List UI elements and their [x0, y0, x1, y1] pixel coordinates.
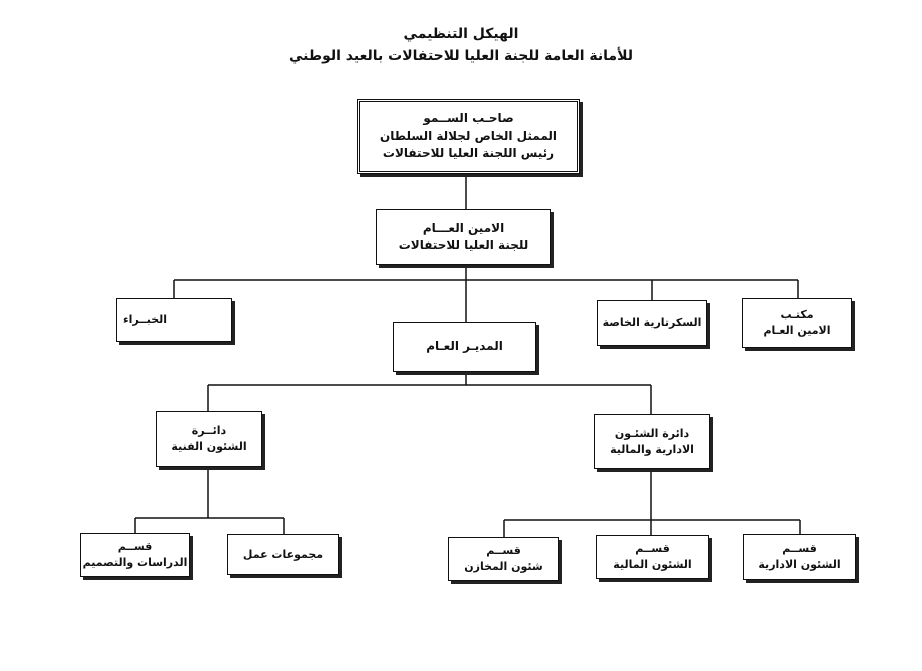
box-director-general: المديـر العـام — [393, 322, 536, 372]
box-technical-affairs-line2: الشئون الفنية — [171, 440, 247, 453]
box-his-highness-line1: صاحـب الســمو — [423, 111, 514, 126]
box-experts-line1: الخبــراء — [123, 313, 168, 327]
box-admin-finance-affairs-line2: الادارية والمالية — [610, 442, 694, 456]
box-secretary-general-line2: للجنة العليا للاحتفالات — [398, 238, 529, 252]
box-technical-affairs-line1: دائــرة — [191, 424, 227, 438]
box-studies-design: قســم الدراسات والتصميم — [80, 533, 190, 577]
box-his-highness-line3: رئيس اللجنة العليا للاحتفالات — [382, 146, 555, 161]
chart-subtitle: للأمانة العامة للجنة العليا للاحتفالات ب… — [289, 48, 633, 64]
box-financial-affairs-line1: قســم — [635, 542, 670, 556]
box-stores-affairs: قســم شئون المخازن — [448, 537, 559, 581]
box-stores-affairs-line1: قســم — [486, 544, 521, 558]
box-admin-finance-affairs: دائرة الشئـون الادارية والمالية — [594, 414, 710, 469]
box-financial-affairs-line2: الشئون المالية — [613, 558, 692, 571]
box-work-groups: مجموعات عمل — [227, 534, 339, 575]
box-sg-office: مكتـب الامين العـام — [742, 298, 852, 348]
box-his-highness: صاحـب الســمو الممثل الخاص لجلالة السلطا… — [357, 99, 580, 174]
box-studies-design-line2: الدراسات والتصميم — [82, 556, 188, 569]
box-his-highness-line2: الممثل الخاص لجلالة السلطان — [380, 128, 557, 143]
box-sg-office-line2: الامين العـام — [763, 324, 831, 337]
box-technical-affairs: دائــرة الشئون الفنية — [156, 411, 262, 467]
box-admin-finance-affairs-line1: دائرة الشئـون — [614, 426, 690, 440]
box-admin-affairs-line1: قســم — [782, 542, 817, 556]
box-stores-affairs-line2: شئون المخازن — [464, 560, 543, 573]
chart-title: الهيكل التنظيمي — [403, 26, 519, 42]
box-experts: الخبــراء — [116, 298, 232, 342]
box-private-secretariat-line1: السكرتارية الخاصة — [602, 316, 702, 330]
box-financial-affairs: قســم الشئون المالية — [596, 535, 709, 579]
box-admin-affairs-line2: الشئون الادارية — [758, 558, 841, 571]
box-secretary-general: الامين العـــام للجنة العليا للاحتفالات — [376, 209, 551, 265]
box-admin-affairs: قســم الشئون الادارية — [743, 534, 856, 580]
box-studies-design-line1: قســم — [117, 540, 153, 554]
box-secretary-general-line1: الامين العـــام — [422, 220, 505, 235]
box-private-secretariat: السكرتارية الخاصة — [597, 300, 707, 346]
box-director-general-line1: المديـر العـام — [426, 339, 503, 354]
box-work-groups-line1: مجموعات عمل — [242, 547, 324, 561]
box-sg-office-line1: مكتـب — [780, 308, 814, 322]
